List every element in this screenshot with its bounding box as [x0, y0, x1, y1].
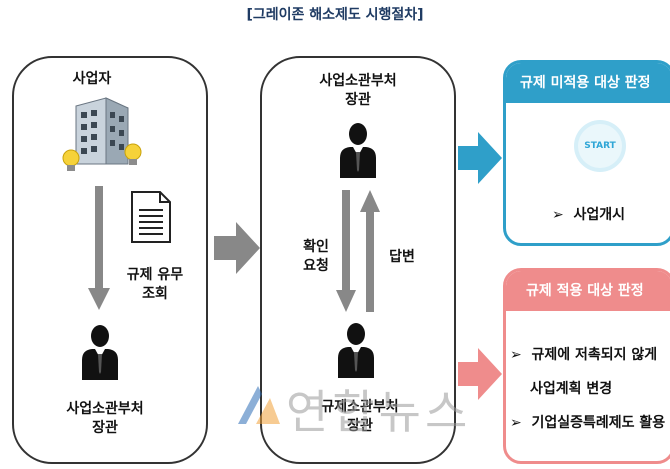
applicable-item-2: 사업계획 변경	[530, 381, 613, 397]
applicable-item-3: ➢ 기업실증특례제도 활용	[510, 415, 666, 431]
up-arrow-icon	[360, 190, 380, 312]
watermark-text: 연합뉴스	[286, 385, 472, 439]
person-icon	[82, 325, 118, 380]
person-icon	[340, 123, 376, 178]
start-text: START	[584, 141, 616, 151]
person-icon	[338, 323, 374, 378]
applicable-item-1: ➢ 규제에 저촉되지 않게	[510, 347, 658, 363]
page-title: [그레이존 해소제도 시행절차]	[246, 7, 424, 23]
business-ministry-label: 사업소관부처 장관	[66, 401, 144, 436]
triangle-bullet-icon: ➢	[510, 347, 522, 363]
regulation-check-label: 규제 유무 조회	[126, 267, 184, 302]
confirm-request-label: 확인 요청	[303, 239, 329, 274]
blue-right-arrow-icon	[458, 132, 502, 184]
business-ministry-top-label: 사업소관부처 장관	[319, 73, 397, 108]
down-arrow-icon	[88, 186, 110, 310]
right-arrow-icon	[214, 222, 260, 274]
pink-right-arrow-icon	[458, 348, 502, 400]
not-applicable-header: 규제 미적용 대상 판정	[506, 63, 670, 103]
answer-label: 답변	[389, 249, 415, 265]
applicable-box: 규제 적용 대상 판정	[503, 268, 670, 464]
building-icon	[75, 97, 129, 165]
start-badge-icon: START	[578, 124, 622, 168]
applicable-header: 규제 적용 대상 판정	[506, 271, 670, 311]
not-applicable-item: ➢ 사업개시	[552, 207, 626, 223]
down-arrow-icon	[336, 190, 356, 312]
triangle-bullet-icon: ➢	[552, 207, 564, 223]
document-icon	[131, 191, 171, 243]
regulation-ministry-label: 규제소관부처 장관	[321, 399, 399, 434]
lightbulb-icon	[62, 149, 80, 171]
ministry-panel	[260, 56, 456, 464]
triangle-bullet-icon: ➢	[510, 415, 522, 431]
watermark-logo-icon	[238, 386, 280, 424]
business-operator-label: 사업자	[72, 71, 112, 87]
lightbulb-icon	[124, 143, 142, 165]
